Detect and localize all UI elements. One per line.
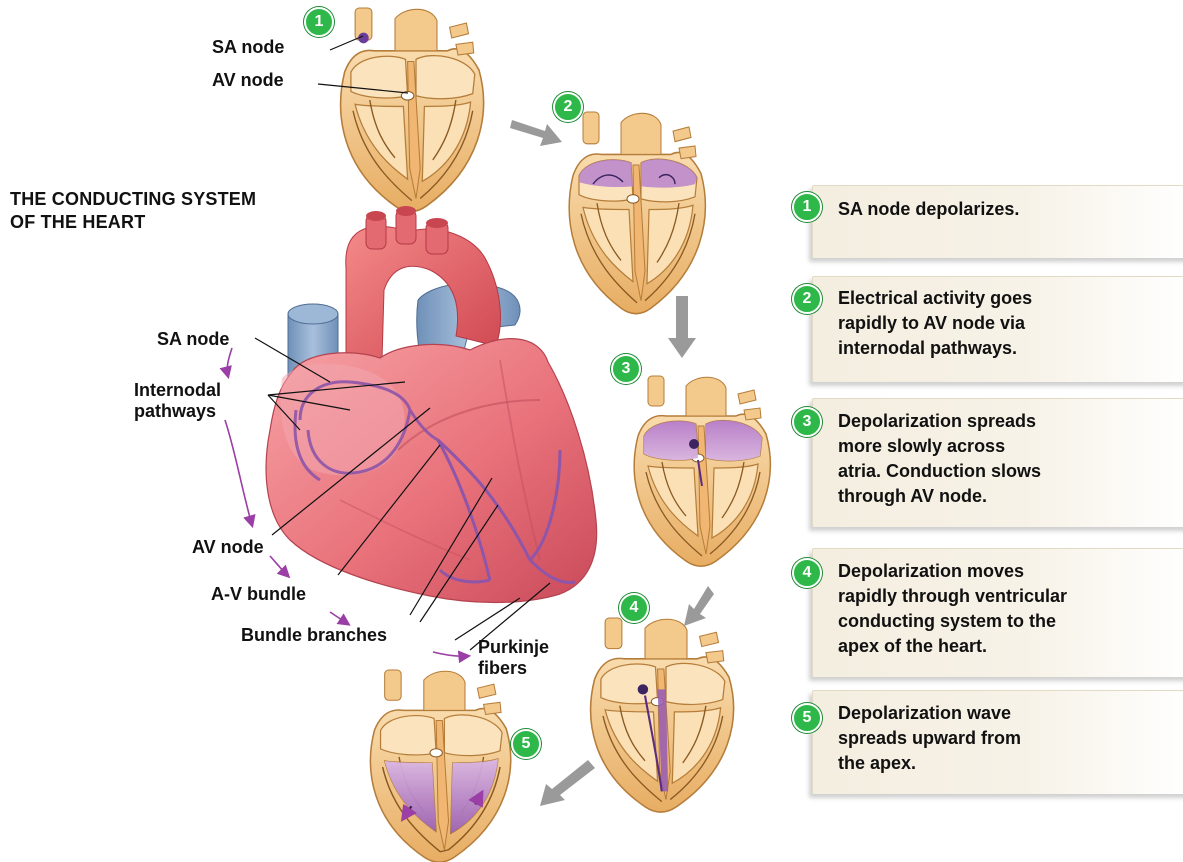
stage-badge-5: 5: [511, 729, 541, 759]
step-badge-1: 1: [792, 192, 822, 222]
label-purkinje-line-2: fibers: [478, 658, 549, 679]
step-badge-3: 3: [792, 407, 822, 437]
heart-stage-5: [370, 670, 510, 862]
step-text-5: Depolarization wave spreads upward from …: [838, 701, 1021, 776]
stage-badge-2: 2: [553, 92, 583, 122]
label-internodal-line-1: Internodal: [134, 380, 221, 401]
label-internodal-line-2: pathways: [134, 401, 221, 422]
heart-stage-4: [591, 618, 734, 812]
step-3-line: Depolarization spreads: [838, 409, 1041, 434]
step-5-line: the apex.: [838, 751, 1021, 776]
stage-badge-4: 4: [619, 593, 649, 623]
step-3-line: through AV node.: [838, 484, 1041, 509]
step-text-4: Depolarization moves rapidly through ven…: [838, 559, 1067, 659]
step-text-3: Depolarization spreads more slowly acros…: [838, 409, 1041, 509]
title-line-1: THE CONDUCTING SYSTEM: [10, 188, 256, 211]
heart-stage-2: [569, 112, 705, 314]
label-purkinje-line-1: Purkinje: [478, 637, 549, 658]
stage-badge-1: 1: [304, 7, 334, 37]
label-bundle-branches: Bundle branches: [241, 625, 387, 646]
diagram-title: THE CONDUCTING SYSTEM OF THE HEART: [10, 188, 256, 234]
step-3-line: more slowly across: [838, 434, 1041, 459]
step-badge-2: 2: [792, 284, 822, 314]
title-line-2: OF THE HEART: [10, 211, 256, 234]
step-4-line: rapidly through ventricular: [838, 584, 1067, 609]
label-purkinje-fibers: Purkinje fibers: [478, 637, 549, 679]
label-av-node: AV node: [192, 537, 264, 558]
step-2-line: Electrical activity goes: [838, 286, 1032, 311]
step-badge-5: 5: [792, 703, 822, 733]
step-2-line: rapidly to AV node via: [838, 311, 1032, 336]
step-5-line: spreads upward from: [838, 726, 1021, 751]
heart-stage-1: [341, 8, 484, 212]
label-sa-node: SA node: [157, 329, 229, 350]
step-4-line: apex of the heart.: [838, 634, 1067, 659]
step-4-line: Depolarization moves: [838, 559, 1067, 584]
label-sa-node-small: SA node: [212, 37, 284, 58]
heart-stage-3: [634, 376, 770, 566]
step-5-line: Depolarization wave: [838, 701, 1021, 726]
step-4-line: conducting system to the: [838, 609, 1067, 634]
step-3-line: atria. Conduction slows: [838, 459, 1041, 484]
step-1-line: SA node depolarizes.: [838, 197, 1019, 222]
label-internodal-pathways: Internodal pathways: [134, 380, 221, 422]
step-text-1: SA node depolarizes.: [838, 197, 1019, 222]
stage-badge-3: 3: [611, 354, 641, 384]
step-2-line: internodal pathways.: [838, 336, 1032, 361]
label-av-bundle: A-V bundle: [211, 584, 306, 605]
step-badge-4: 4: [792, 558, 822, 588]
step-text-2: Electrical activity goes rapidly to AV n…: [838, 286, 1032, 361]
label-av-node-small: AV node: [212, 70, 284, 91]
